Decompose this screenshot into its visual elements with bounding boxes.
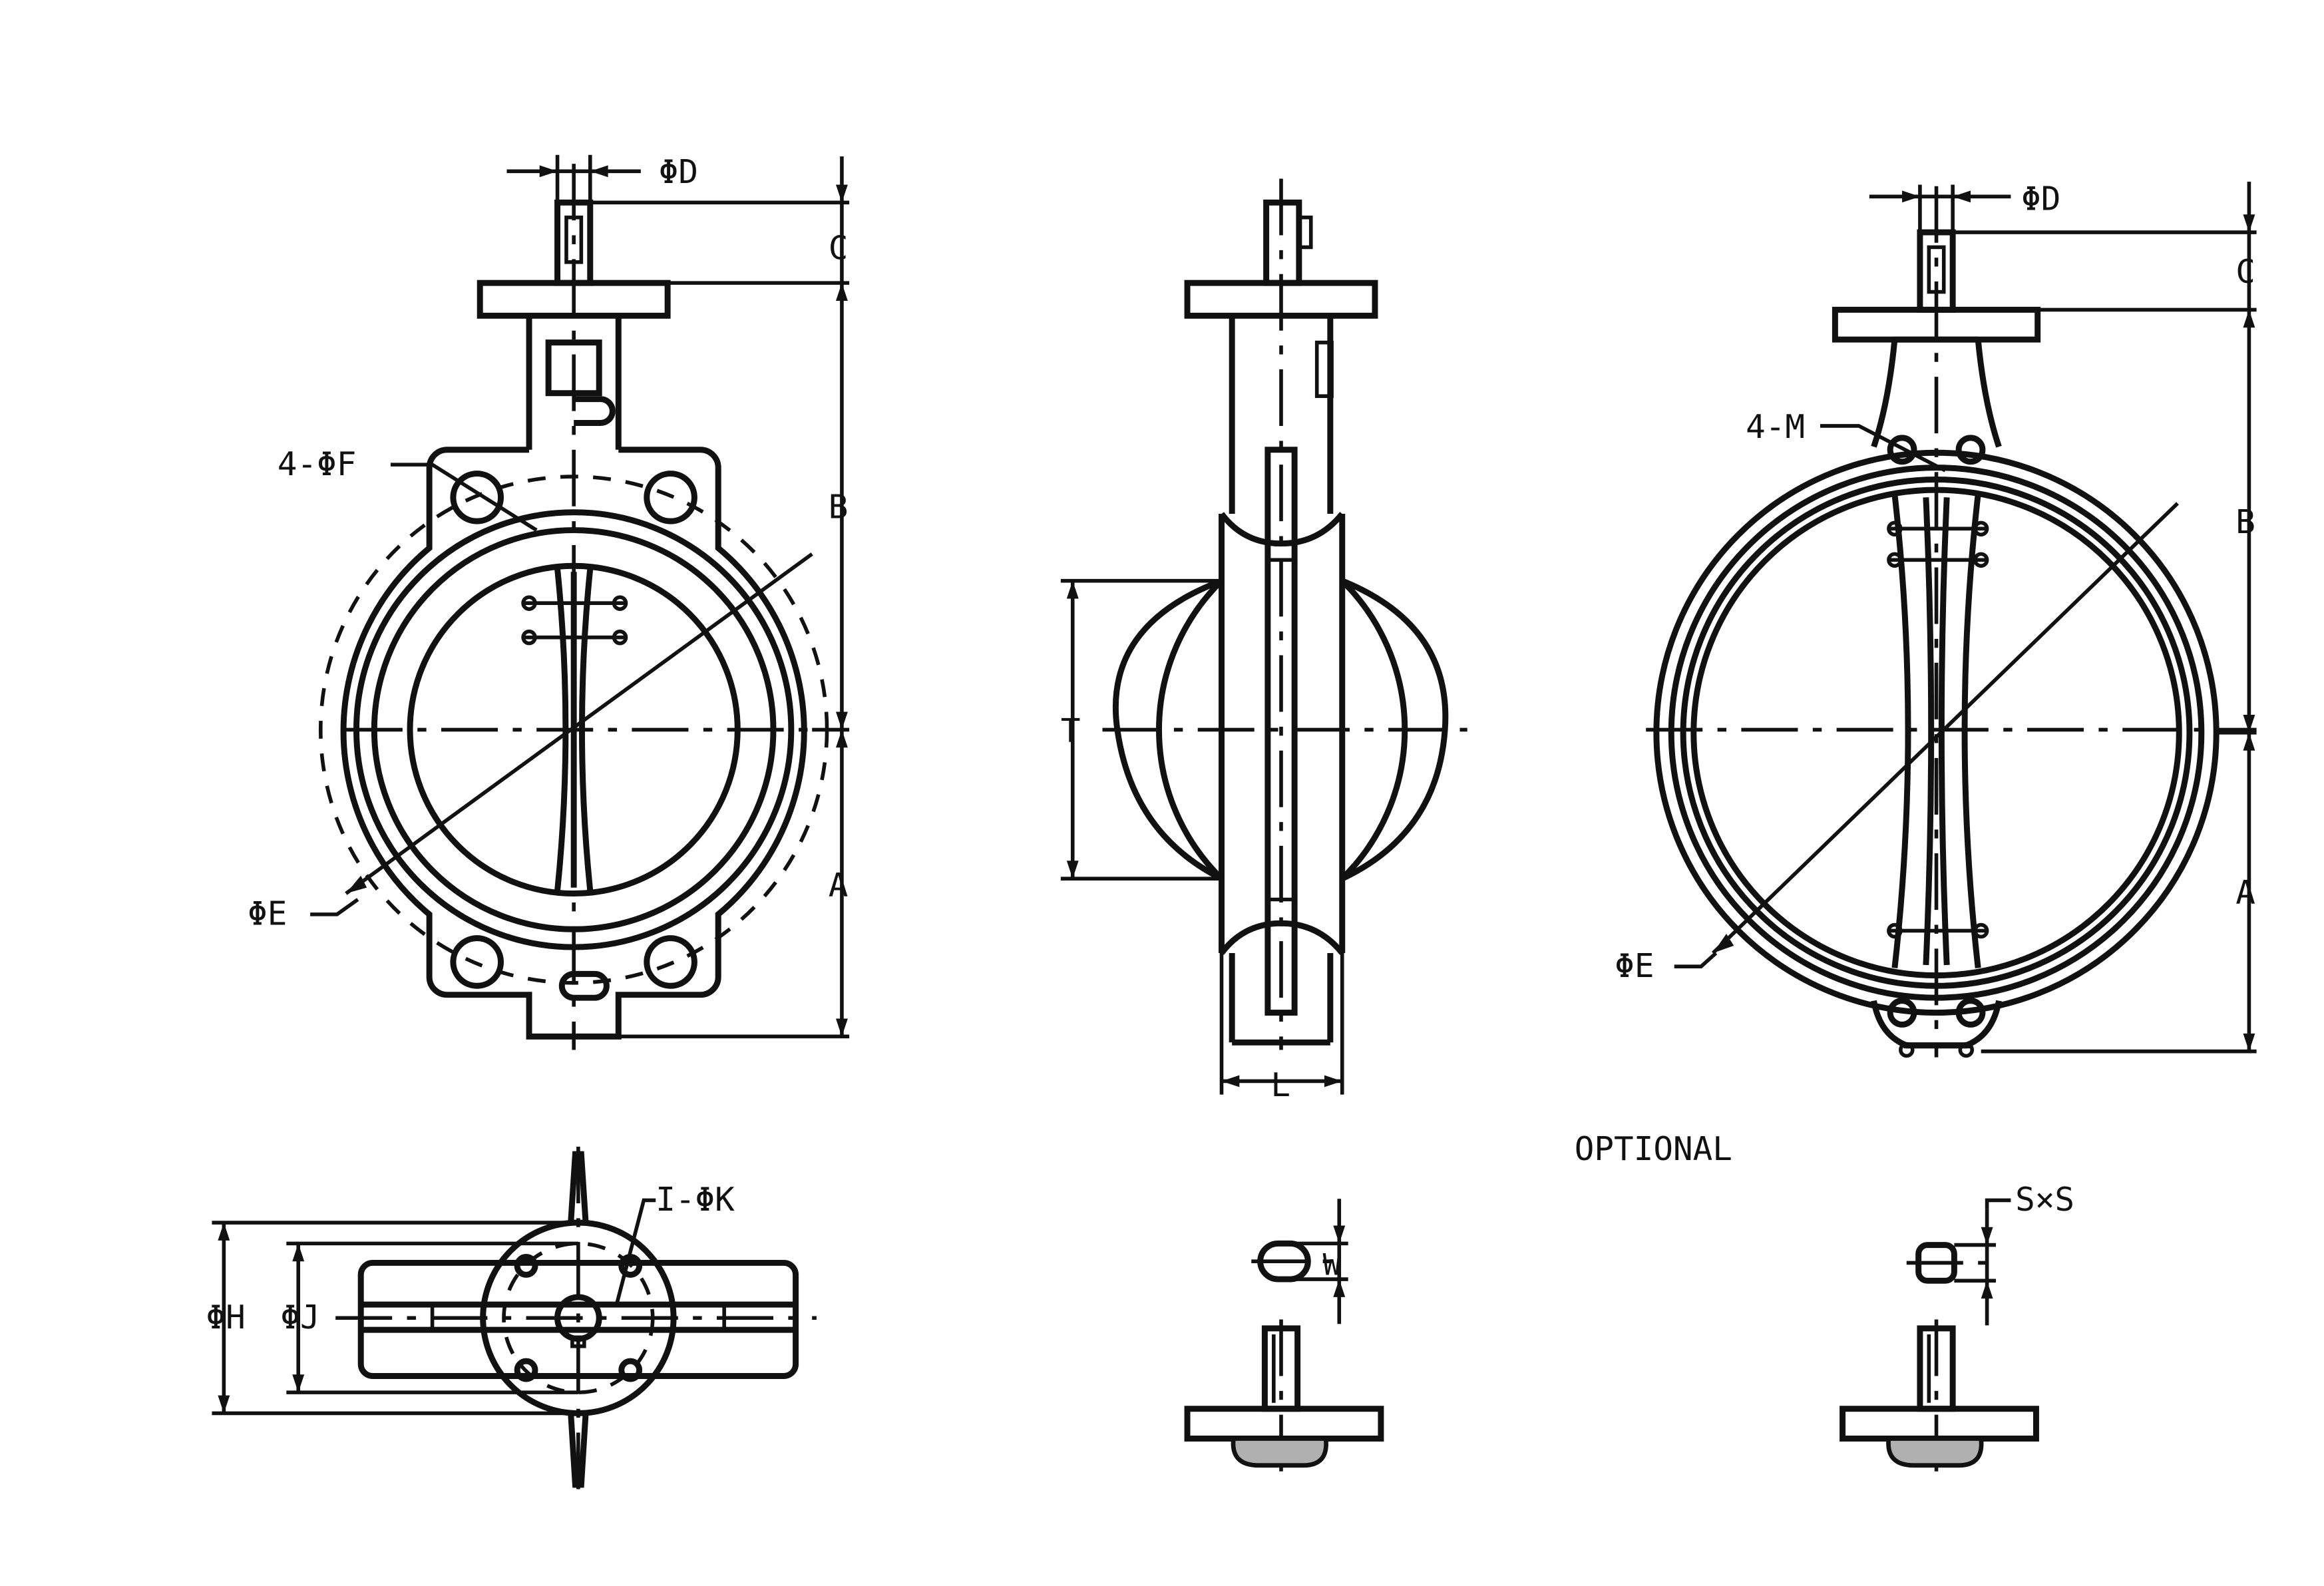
top-phi-j-label: ΦJ [280,1298,319,1336]
front-b-label: B [829,488,849,526]
front-a-label: A [829,866,849,904]
right-b-label: B [2235,502,2255,541]
front-phi-e-label: ΦE [248,894,287,933]
top-phi-h-label: ΦH [206,1298,245,1336]
right-phi-d-label: ΦD [2021,179,2060,218]
side-l-label: L [1270,1066,1290,1104]
side-view [1060,178,1467,1095]
front-c-label: C [829,228,849,267]
front-4-phi-f-label: 4-ΦF [278,445,357,483]
optional-heading: OPTIONAL [1575,1129,1732,1168]
right-phi-e-label: ΦE [1615,946,1654,985]
front-phi-d-label: ΦD [659,152,698,191]
right-a-label: A [2235,873,2255,912]
opt-w-label: W [1323,1247,1341,1282]
right-4-m-label: 4-M [1746,407,1805,446]
optional-stem-w [1184,1199,1384,1478]
right-view [1646,181,2257,1058]
opt-sxs-label: S×S [2015,1180,2074,1219]
optional-stem-sxs [1840,1198,2039,1478]
right-c-label: C [2235,252,2255,291]
front-view [310,154,850,1050]
side-t-label: T [1061,711,1081,749]
top-view [212,1146,817,1493]
top-i-phi-k-label: I-ΦK [656,1180,735,1219]
